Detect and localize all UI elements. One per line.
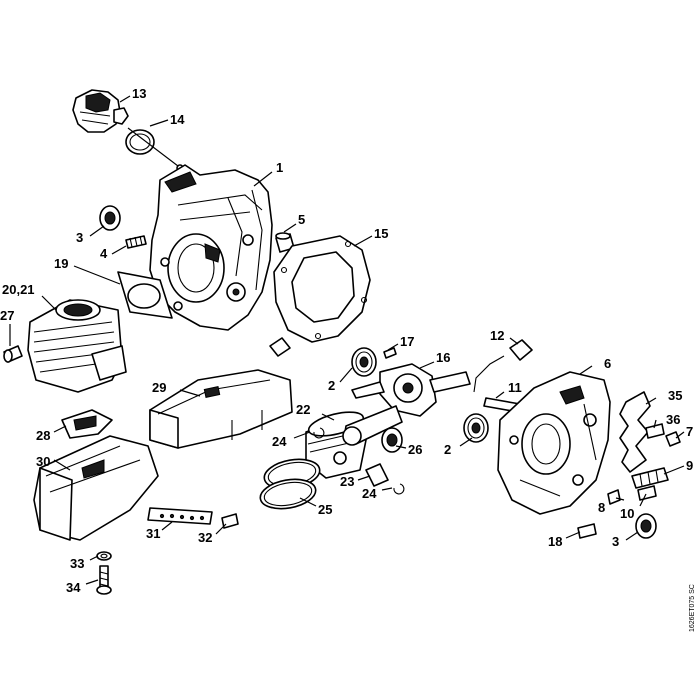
part-10-screw[interactable] bbox=[637, 485, 657, 501]
part-15-gasket[interactable] bbox=[269, 235, 371, 357]
part-9-bolt[interactable] bbox=[631, 467, 669, 489]
part-30-muffler-lower[interactable] bbox=[33, 435, 159, 541]
reference-code: 1626ET075 SC bbox=[689, 584, 696, 632]
leader-lines bbox=[9, 95, 685, 585]
part-3-oil-seal-lower[interactable] bbox=[635, 513, 657, 539]
label-11: 11 bbox=[508, 380, 522, 395]
label-24-upper: 24 bbox=[272, 434, 287, 449]
label-18: 18 bbox=[548, 534, 562, 549]
label-36: 36 bbox=[666, 412, 680, 427]
label-19: 19 bbox=[54, 256, 68, 271]
part-2-bearing-left[interactable] bbox=[351, 347, 377, 377]
part-5-sleeve[interactable] bbox=[275, 232, 295, 253]
label-7: 7 bbox=[686, 424, 693, 439]
part-19-cylinder-gasket[interactable] bbox=[117, 271, 173, 319]
label-29: 29 bbox=[152, 380, 166, 395]
label-1: 1 bbox=[276, 160, 283, 175]
part-17-key[interactable] bbox=[383, 347, 397, 359]
label-3-upper: 3 bbox=[76, 230, 83, 245]
part-13-oil-pump[interactable] bbox=[72, 89, 129, 133]
label-33: 33 bbox=[70, 556, 84, 571]
part-20-21-cylinder[interactable] bbox=[27, 299, 127, 393]
label-27: 27 bbox=[0, 308, 14, 323]
part-6-crankcase-right[interactable] bbox=[497, 371, 611, 515]
label-5: 5 bbox=[298, 212, 305, 227]
label-12: 12 bbox=[490, 328, 504, 343]
part-12-fitting[interactable] bbox=[473, 339, 533, 393]
label-6: 6 bbox=[604, 356, 611, 371]
label-24-lower: 24 bbox=[362, 486, 377, 501]
part-34-bolt[interactable] bbox=[96, 565, 112, 595]
label-31: 31 bbox=[146, 526, 160, 541]
label-25: 25 bbox=[318, 502, 332, 517]
part-27-screw[interactable] bbox=[3, 345, 23, 363]
label-15: 15 bbox=[374, 226, 388, 241]
part-23-piston-pin[interactable] bbox=[365, 463, 389, 487]
label-9: 9 bbox=[686, 458, 693, 473]
part-3-oil-seal-upper[interactable] bbox=[99, 205, 121, 231]
label-4: 4 bbox=[100, 246, 108, 261]
part-4-stud[interactable] bbox=[125, 235, 147, 249]
part-18-screw[interactable] bbox=[577, 523, 597, 539]
label-22: 22 bbox=[296, 402, 310, 417]
part-35-bracket[interactable] bbox=[619, 391, 651, 473]
part-2-bearing-right[interactable] bbox=[463, 413, 489, 443]
label-28: 28 bbox=[36, 428, 50, 443]
part-24-circlip-upper[interactable] bbox=[313, 427, 325, 439]
part-36-screw[interactable] bbox=[645, 423, 665, 439]
label-16: 16 bbox=[436, 350, 450, 365]
label-35: 35 bbox=[668, 388, 682, 403]
part-31-heat-shield[interactable] bbox=[147, 507, 213, 525]
label-8: 8 bbox=[598, 500, 605, 515]
label-26: 26 bbox=[408, 442, 422, 457]
label-2-left: 2 bbox=[328, 378, 335, 393]
part-14-oring-hose[interactable] bbox=[125, 127, 184, 172]
part-28-gasket[interactable] bbox=[61, 409, 113, 439]
label-14: 14 bbox=[170, 112, 185, 127]
label-32: 32 bbox=[198, 530, 212, 545]
part-7-nut[interactable] bbox=[665, 431, 681, 447]
label-3-lower: 3 bbox=[612, 534, 619, 549]
callout-labels: 13 14 1 3 4 5 15 19 20,21 27 17 16 2 12 … bbox=[0, 86, 693, 595]
label-10: 10 bbox=[620, 506, 634, 521]
part-33-washer[interactable] bbox=[96, 551, 112, 561]
label-13: 13 bbox=[132, 86, 146, 101]
part-24-circlip-lower[interactable] bbox=[393, 483, 405, 495]
label-17: 17 bbox=[400, 334, 414, 349]
part-8-nut[interactable] bbox=[607, 489, 621, 505]
label-34: 34 bbox=[66, 580, 81, 595]
label-2-right: 2 bbox=[444, 442, 451, 457]
label-30: 30 bbox=[36, 454, 50, 469]
part-1-crankcase-left[interactable] bbox=[149, 164, 273, 331]
part-29-muffler-upper[interactable] bbox=[149, 369, 293, 449]
part-25-piston-rings[interactable] bbox=[258, 455, 322, 512]
label-23: 23 bbox=[340, 474, 354, 489]
part-16-crankshaft[interactable] bbox=[342, 363, 471, 446]
part-26-needle-bearing[interactable] bbox=[381, 427, 403, 453]
label-20-21: 20,21 bbox=[2, 282, 35, 297]
